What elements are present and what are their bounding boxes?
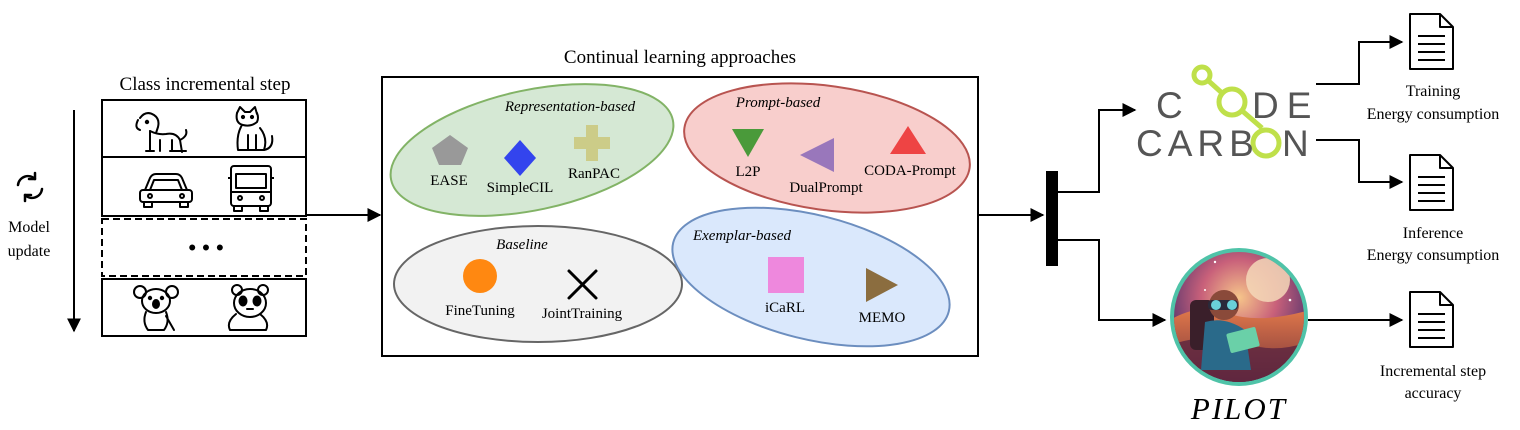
ease-marker [432,135,468,165]
group-label-representation: Representation-based [504,99,636,115]
simplecil-marker [504,140,536,176]
pilot-logo: PILOT [1170,248,1308,426]
approaches-title: Continual learning approaches [564,47,796,68]
group-label-prompt: Prompt-based [735,95,821,111]
method-simplecil: SimpleCIL [487,180,554,196]
group-label-exemplar: Exemplar-based [692,228,792,244]
koala-icon [133,285,179,331]
icarl-marker [768,257,804,293]
arrow-to-inference [1316,139,1404,189]
class-step-row-1 [101,99,307,158]
arrow-to-codecarbon [1058,103,1137,193]
group-prompt-based: Prompt-based L2P DualPrompt CODA-Prompt [683,82,971,214]
l2p-marker [732,129,764,157]
arrow-to-pilot [1058,239,1167,327]
output-accuracy: Incremental step accuracy [1380,291,1486,402]
group-representation-based: Representation-based EASE SimpleCIL RanP… [389,83,675,217]
approaches-panel: Continual learning approaches Representa… [381,47,979,357]
method-memo: MEMO [859,310,906,326]
memo-marker [866,268,898,302]
finetuning-marker [463,259,497,293]
ellipsis-dots: • • • [188,235,223,260]
splitter-bar [1046,171,1058,266]
dualprompt-marker [800,138,834,172]
training-line2: Energy consumption [1367,106,1500,123]
output-inference: Inference Energy consumption [1367,154,1500,264]
document-icon [1409,154,1454,211]
method-icarl: iCaRL [765,300,805,316]
codecarbon-de: DE [1252,85,1319,126]
class-step-row-ellipsis: • • • [101,218,307,277]
codecarbon-c: C [1156,85,1189,126]
method-ease: EASE [430,173,468,189]
model-update: Model update [8,110,81,333]
accuracy-line2: accuracy [1405,385,1462,402]
class-step-row-2 [101,156,307,217]
truck-icon [228,165,274,212]
method-codaprompt: CODA-Prompt [864,163,957,179]
car-icon [139,173,193,208]
jointtraining-marker [567,269,598,300]
refresh-icon [16,171,44,203]
output-training: Training Energy consumption [1367,13,1500,123]
cat-icon [235,106,274,151]
codaprompt-marker [890,126,926,154]
training-line1: Training [1406,83,1461,100]
method-dualprompt: DualPrompt [789,180,863,196]
codecarbon-carb: CARB [1136,123,1259,164]
inference-line2: Energy consumption [1367,247,1500,264]
dog-icon [135,112,188,153]
arrow-to-training [1316,35,1404,85]
codecarbon-n: N [1282,123,1309,164]
accuracy-line1: Incremental step [1380,363,1486,380]
method-jointtraining: JointTraining [542,306,623,322]
method-ranpac: RanPAC [568,166,620,182]
group-exemplar-based: Exemplar-based iCaRL MEMO [671,206,951,348]
document-icon [1409,13,1454,70]
model-update-line1: Model [8,219,50,236]
panda-icon [227,284,269,331]
method-l2p: L2P [735,164,760,180]
class-incremental-step: Class incremental step [101,74,307,337]
method-finetuning: FineTuning [445,303,515,319]
model-update-line2: update [8,243,51,260]
inference-line1: Inference [1403,225,1463,242]
group-baseline: Baseline FineTuning JointTraining [393,225,683,343]
document-icon [1409,291,1454,348]
class-step-title: Class incremental step [120,74,291,95]
pilot-label: PILOT [1190,391,1288,426]
ranpac-marker [574,125,610,161]
group-label-baseline: Baseline [496,237,548,253]
codecarbon-logo: C DE CARB N [1136,64,1319,164]
class-step-row-4 [101,278,307,337]
